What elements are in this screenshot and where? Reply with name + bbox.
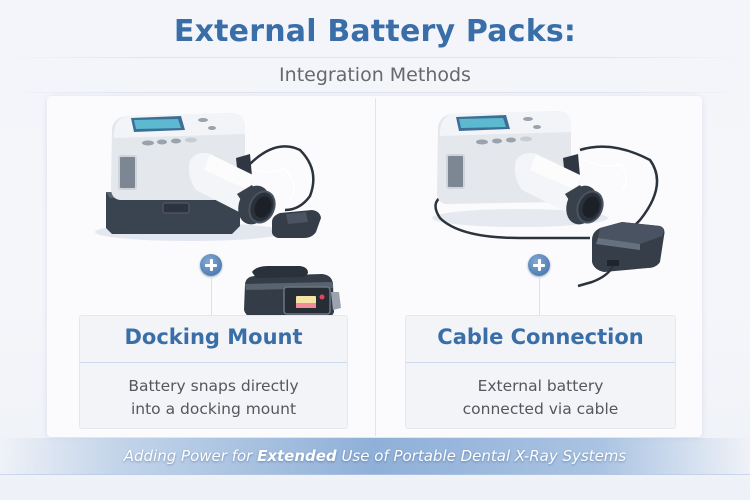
plus-icon xyxy=(528,254,550,276)
connector-line xyxy=(539,277,540,315)
footer-banner-text: Adding Power for Extended Use of Portabl… xyxy=(0,447,750,465)
description-line: connected via cable xyxy=(462,400,619,418)
card-divider xyxy=(406,362,675,363)
banner-text-emphasis: Extended xyxy=(257,447,337,465)
page-subtitle: Integration Methods xyxy=(279,64,471,86)
description-line: Battery snaps directly xyxy=(128,377,299,395)
method-card-docking: Docking Mount Battery snaps directly int… xyxy=(79,315,348,429)
banner-text-suffix: Use of Portable Dental X-Ray Systems xyxy=(336,447,627,465)
method-title: Docking Mount xyxy=(124,325,303,349)
panel-divider xyxy=(375,98,376,436)
description-line: External battery xyxy=(477,377,604,395)
plus-icon xyxy=(200,254,222,276)
method-description: Battery snaps directly into a docking mo… xyxy=(80,375,347,421)
description-line: into a docking mount xyxy=(130,400,297,418)
connector-line xyxy=(211,277,212,315)
footer-banner: Adding Power for Extended Use of Portabl… xyxy=(0,438,750,475)
banner-text-prefix: Adding Power for xyxy=(123,447,258,465)
title-divider xyxy=(0,57,750,58)
page-title: External Battery Packs: xyxy=(173,14,577,49)
method-title: Cable Connection xyxy=(437,325,644,349)
subtitle-divider xyxy=(0,92,750,93)
method-description: External battery connected via cable xyxy=(406,375,675,421)
method-card-cable: Cable Connection External battery connec… xyxy=(405,315,676,429)
card-divider xyxy=(80,362,347,363)
